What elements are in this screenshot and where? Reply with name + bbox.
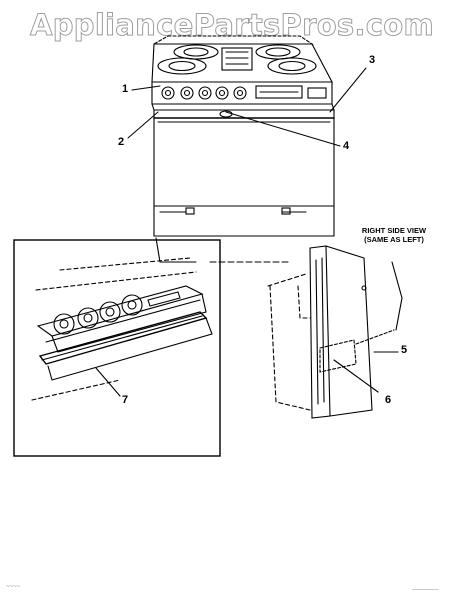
corner-mark-right: ________ <box>412 584 439 590</box>
callout-4: 4 <box>343 140 350 152</box>
side-view-note: RIGHT SIDE VIEW (SAME AS LEFT) <box>358 226 430 244</box>
side-view-drawing <box>267 245 403 419</box>
control-panel <box>151 81 335 111</box>
detail-inset-box <box>13 239 221 457</box>
callout-2: 2 <box>118 136 125 148</box>
range-cooktop <box>151 35 333 83</box>
callout-1: 1 <box>122 83 129 95</box>
leader-lines-range <box>127 67 367 147</box>
callout-7: 7 <box>122 394 129 406</box>
callout-6: 6 <box>385 394 392 406</box>
side-view-note-line1: RIGHT SIDE VIEW <box>361 226 427 235</box>
watermark-logo: AppliancePartsPros.com <box>29 8 435 43</box>
side-view-note-line2: (SAME AS LEFT) <box>364 235 424 244</box>
corner-mark-left: ~~~~ <box>6 584 21 590</box>
callout-5: 5 <box>401 344 408 356</box>
callout-3: 3 <box>369 54 376 66</box>
range-body <box>153 109 335 263</box>
